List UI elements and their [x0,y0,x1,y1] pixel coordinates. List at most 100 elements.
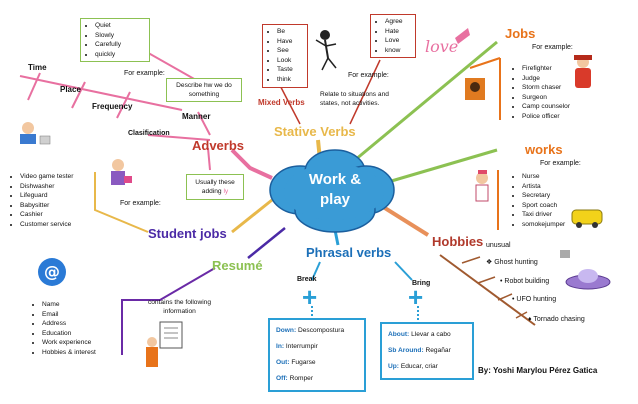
line-student-list [94,172,149,233]
break-key: Down [276,327,294,334]
list-item: quickly [95,50,149,60]
taxi-icon [571,209,603,228]
tick-tornado [515,311,528,319]
bring-box: About: Llevar a cabo Sb Around: Regañar … [380,322,474,380]
branch-jobs [354,40,498,162]
list-item: Camp counselor [522,102,570,112]
adverbs-examples-list: Quiet Slowly Carefully quickly [81,21,149,59]
student-cartoon-icon [111,159,132,185]
list-item: Taste [277,65,307,75]
center-title-line1: Work & [308,171,362,188]
ufo-icon [565,269,611,290]
branch-hobbies [378,203,430,237]
tick-ghost [461,256,481,264]
line-clasification [147,134,211,141]
mixed-verbs-list: Be Have See Look Taste think [263,27,307,85]
mixed-verbs-box: Be Have See Look Taste think [262,24,308,88]
nurse-icon [475,170,489,202]
adverbs-time: Time [28,63,47,72]
list-item: Judge [522,74,570,84]
bring-item: Up: Educar, criar [388,363,438,370]
break-value: Descompostura [297,327,345,334]
stative-title: Stative Verbs [274,124,356,139]
list-item: Agree [385,17,415,27]
tick-ufo [497,293,513,301]
line-resume-list [121,267,216,355]
jobs-title: Jobs [505,26,536,41]
works-for-example: For example: [540,160,581,167]
list-item: Look [277,56,307,66]
break-key: Out [276,359,288,366]
break-plus-icon: + [302,282,318,312]
bring-label: Bring [412,280,431,287]
break-box: Down: Descompostura In: Interrumpir Out:… [268,318,366,392]
list-item: Slowly [95,31,149,41]
center-title: Work & play [300,170,370,210]
jobs-for-example: For example: [532,44,573,51]
list-item: Be [277,27,307,37]
tick-frequency [116,91,131,119]
list-item: Hobbies & interest [42,348,96,358]
author-credit: By: Yoshi Marylou Pérez Gatica [478,366,598,375]
line-break [311,261,321,281]
break-value: Fugarse [291,359,316,366]
works-title: works [525,142,563,157]
line-manner [197,111,211,136]
list-item: Name [42,300,96,310]
svg-text:@: @ [44,262,60,281]
judge-photo-icon [465,78,485,100]
tick-place [71,81,86,109]
list-item: Nurse [522,172,565,182]
break-item: Off: Romper [276,375,314,382]
line-emotion [349,59,381,125]
list-item: Artista [522,182,565,192]
list-item: Secretary [522,191,565,201]
jobs-list: Firefighter Judge Storm chaser Surgeon C… [508,64,570,122]
list-item: Storm chaser [522,83,570,93]
list-item: Education [42,329,96,339]
list-item: Have [277,37,307,47]
adverbs-for-example: For example: [124,70,165,77]
stick-figure-icon [315,30,337,71]
student-for-example: For example: [120,200,161,207]
adverbs-describe: Describe hw we do something [176,82,232,98]
hobby-label: Ghost hunting [494,259,538,266]
emotion-verbs-box: Agree Hate Love know [370,14,416,59]
list-item: Surgeon [522,93,570,103]
mixed-verbs-title: Mixed Verbs [258,98,305,107]
phrasal-title: Phrasal verbs [306,245,392,260]
robot-icon [560,250,570,258]
hobby-tornado: ♦ Tornado chasing [528,316,585,323]
adverbs-cartoon-icon [20,122,51,145]
break-value: Romper [289,375,314,382]
break-label: Break [297,276,317,283]
list-item: Email [42,310,96,320]
list-item: Quiet [95,21,149,31]
line-usually [207,147,211,171]
bring-value: Llevar a cabo [411,331,451,338]
list-item: Address [42,319,96,329]
adverbs-title: Adverbs [192,138,245,153]
hobbies-unusual: unusual [486,242,511,249]
stative-for-example: For example: [348,72,389,79]
list-item: Lifeguard [20,191,73,201]
branch-resume [247,227,286,259]
branch-adverbs [230,148,273,180]
list-item: Police officer [522,112,570,122]
adverbs-place: Place [60,85,81,94]
break-key: Off [276,375,286,382]
stative-relate: Relate to situations and states, not act… [320,91,389,107]
emotion-verbs-list: Agree Hate Love know [371,17,415,55]
branch-works [387,148,498,184]
list-item: Video game tester [20,172,73,182]
list-item: Babysitter [20,201,73,211]
student-jobs-list: Video game tester Dishwasher Lifeguard B… [6,172,73,230]
resume-contains: contains the following information [147,299,212,315]
tick-robot [477,276,496,284]
center-title-line2: play [319,191,350,208]
adverbs-manner: Manner [182,112,211,121]
love-script: love [425,37,458,56]
resume-list: Name Email Address Education Work experi… [28,300,96,358]
line-jobs-list [469,57,501,69]
bring-item: About: Llevar a cabo [388,331,451,338]
